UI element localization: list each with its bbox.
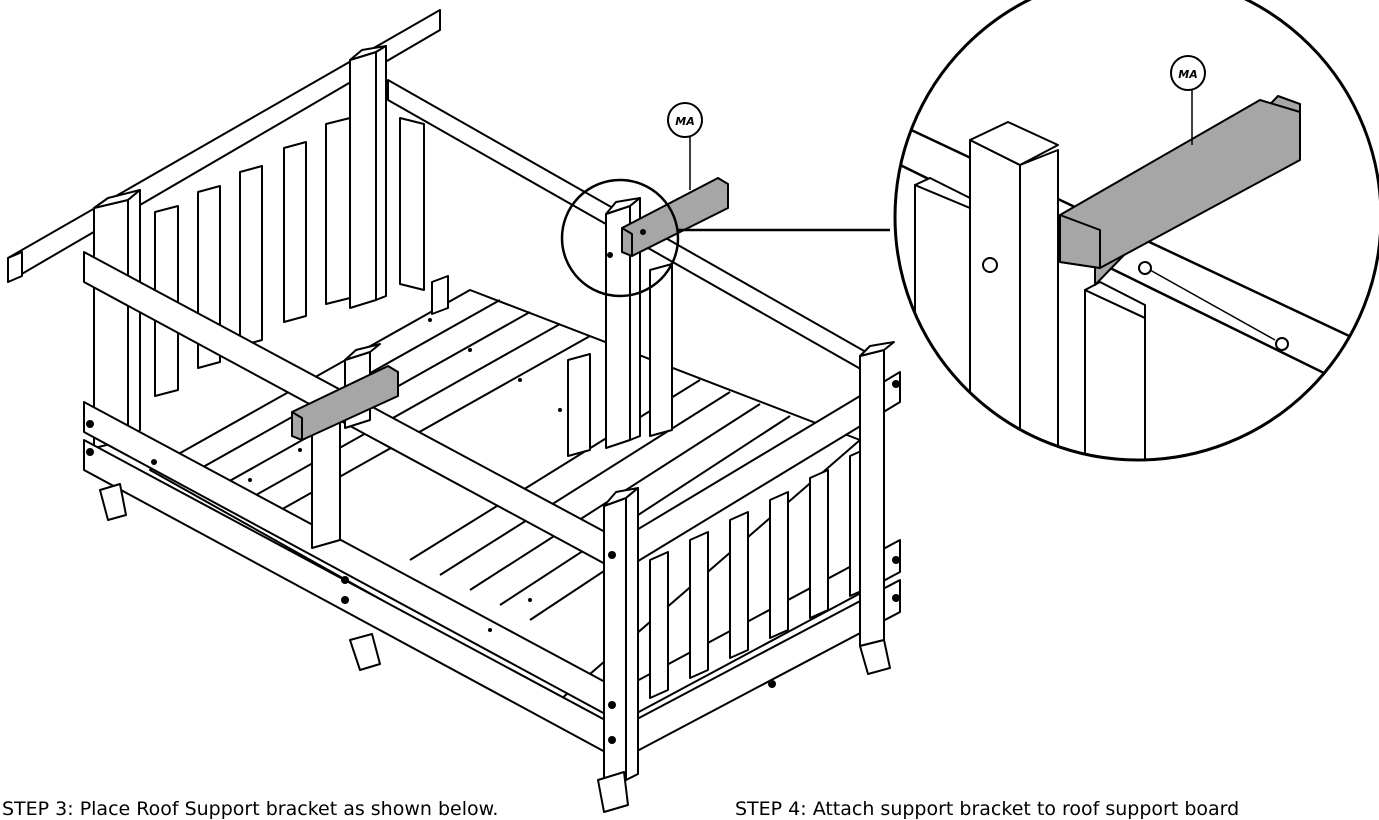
detail-callout-ma: MA	[1170, 55, 1206, 145]
detail-callout-circle	[560, 178, 890, 298]
back-left-post	[93, 189, 141, 449]
detail-callout-ma-label: MA	[1178, 68, 1197, 81]
center-right-post	[567, 197, 673, 457]
back-middle-post	[349, 45, 387, 309]
bolt-holes	[86, 229, 900, 744]
back-pickets	[154, 117, 449, 397]
detail-view	[893, 0, 1379, 462]
front-corner-post	[603, 487, 639, 789]
legs	[99, 483, 891, 813]
step-4-caption: STEP 4: Attach support bracket to roof s…	[735, 798, 1240, 820]
roof-support-bracket-left	[291, 365, 399, 441]
part-callout-ma-label: MA	[675, 115, 694, 128]
part-callout-ma: MA	[667, 102, 703, 190]
step-3-caption: STEP 3: Place Roof Support bracket as sh…	[2, 798, 499, 820]
